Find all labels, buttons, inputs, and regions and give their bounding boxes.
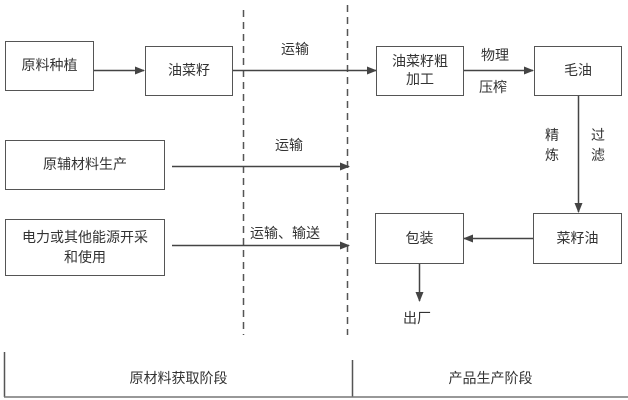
node-label: 菜籽油 (556, 230, 599, 247)
node-label: 毛油 (564, 63, 592, 79)
edge-label-refine-1: 精 (545, 128, 559, 144)
phase-production: 产品生产阶段 (448, 371, 533, 387)
edge-label-transport-1: 运输 (281, 42, 309, 58)
node-crude-oil[interactable]: 毛油 (534, 46, 622, 96)
node-label: 油菜籽粗加工 (392, 54, 448, 88)
node-label: 原辅材料生产 (43, 157, 127, 173)
edge-label-transport-2: 运输 (275, 138, 303, 154)
node-label: 原料种植 (21, 58, 78, 74)
node-energy[interactable]: 电力或其他能源开采和使用 (5, 219, 165, 276)
exit-label: 出厂 (403, 311, 431, 327)
edge-label-press: 压榨 (479, 80, 507, 96)
node-label: 电力或其他能源开采和使用 (22, 229, 148, 266)
node-rapeseed-oil[interactable]: 菜籽油 (533, 213, 622, 264)
edge-label-physical: 物理 (481, 48, 509, 64)
node-raw-planting[interactable]: 原料种植 (5, 41, 94, 91)
node-rapeseed[interactable]: 油菜籽 (145, 46, 233, 96)
node-rough-processing[interactable]: 油菜籽粗加工 (376, 46, 464, 96)
phase-raw-material: 原材料获取阶段 (129, 371, 228, 387)
node-label: 油菜籽 (168, 63, 210, 79)
node-aux-materials[interactable]: 原辅材料生产 (5, 140, 165, 190)
node-label: 包装 (405, 230, 434, 247)
edge-label-transport-3: 运输、输送 (250, 226, 320, 242)
edge-label-refine-2: 炼 (545, 148, 559, 164)
node-packaging[interactable]: 包装 (375, 213, 464, 264)
edge-label-filter-1: 过 (591, 128, 605, 144)
edge-label-filter-2: 滤 (591, 148, 605, 164)
